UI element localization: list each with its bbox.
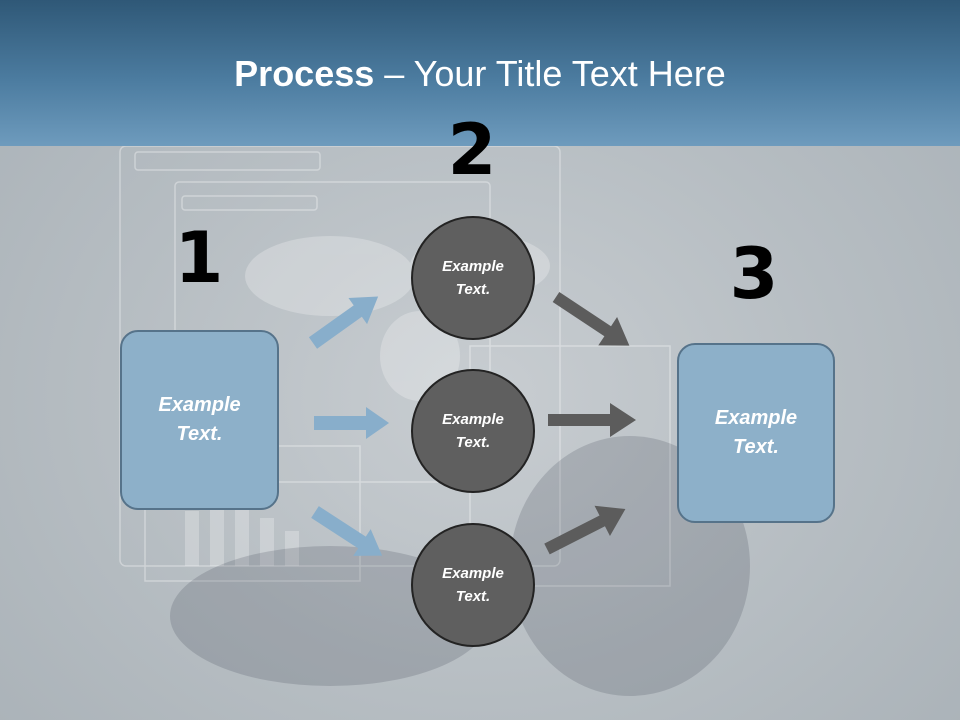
arrow-top-circle-to-3 bbox=[552, 291, 630, 346]
arrow-1-to-bottom-circle bbox=[311, 506, 383, 556]
arrow-1-to-middle-circle bbox=[314, 407, 389, 439]
arrow-bottom-circle-to-3 bbox=[544, 505, 626, 555]
arrow-1-to-top-circle bbox=[308, 296, 379, 349]
step-number-2: 2 bbox=[447, 109, 497, 191]
step-number-3: 3 bbox=[729, 233, 779, 315]
step-3-box: Example Text. bbox=[677, 343, 835, 523]
arrow-middle-circle-to-3 bbox=[548, 403, 636, 437]
step-2-circle-top: Example Text. bbox=[411, 216, 535, 340]
circle-top-label: Example Text. bbox=[442, 258, 504, 298]
circle-bottom-label: Example Text. bbox=[442, 565, 504, 605]
circle-middle-label: Example Text. bbox=[442, 411, 504, 451]
step-number-1: 1 bbox=[174, 217, 224, 299]
step-2-circle-bottom: Example Text. bbox=[411, 523, 535, 647]
step-3-label: Example Text. bbox=[714, 407, 798, 458]
step-2-circle-middle: Example Text. bbox=[411, 369, 535, 493]
step-1-box: Example Text. bbox=[120, 330, 279, 510]
title-rest: – Your Title Text Here bbox=[374, 53, 726, 94]
slide-title: Process – Your Title Text Here bbox=[0, 52, 960, 96]
title-bold: Process bbox=[234, 53, 375, 94]
title-bar bbox=[0, 0, 960, 146]
step-1-label: Example Text. bbox=[158, 394, 241, 445]
